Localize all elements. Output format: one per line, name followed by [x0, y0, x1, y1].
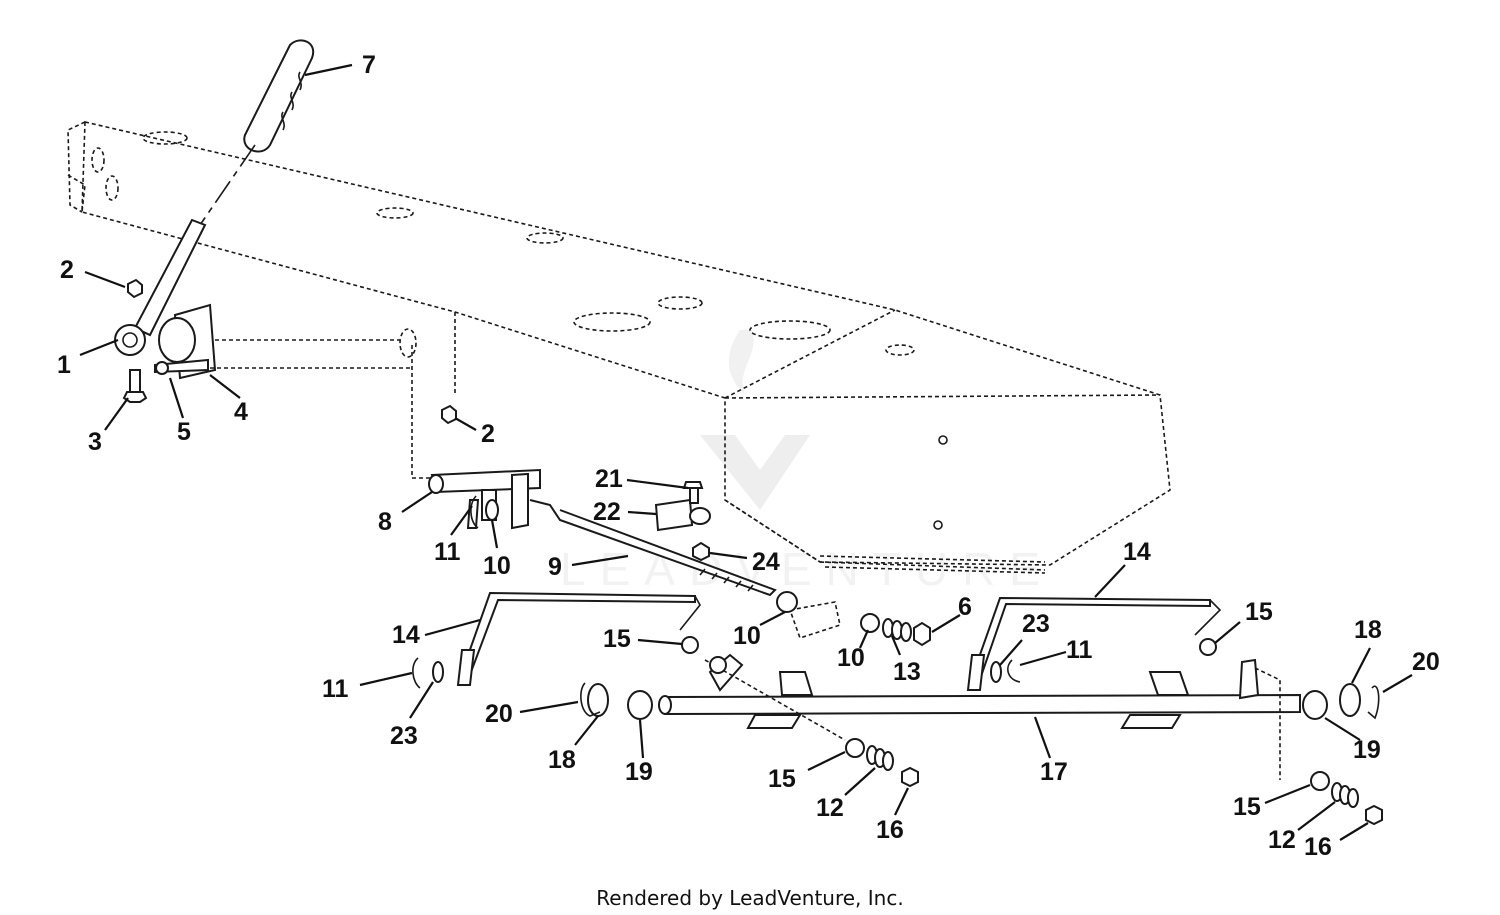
callout-19: 19: [1353, 736, 1381, 764]
switch-screw: [682, 481, 704, 504]
callout-23: 23: [390, 722, 418, 750]
callout-14: 14: [392, 621, 420, 649]
callout-18: 18: [548, 746, 576, 774]
callout-15: 15: [1245, 598, 1273, 626]
callout-16: 16: [1304, 833, 1332, 861]
callout-20: 20: [485, 700, 513, 728]
pivot-bracket: [154, 303, 410, 380]
callout-8: 8: [378, 508, 392, 536]
leader-lines: [79, 63, 1413, 841]
lift-arm-right: [966, 596, 1222, 691]
spring-stack-left: [681, 636, 919, 788]
lift-arm-left: [456, 591, 701, 686]
callout-9: 9: [548, 553, 562, 581]
callout-17: 17: [1040, 758, 1068, 786]
callout-10: 10: [483, 552, 511, 580]
watermark-text: LEADVENTURE: [560, 543, 1054, 595]
cross-shaft: [658, 653, 1301, 780]
callout-10: 10: [837, 644, 865, 672]
lift-shaft: [411, 345, 541, 530]
callout-19: 19: [625, 758, 653, 786]
hex-bolt: [122, 369, 148, 403]
threaded-rod: [529, 499, 777, 597]
callout-15: 15: [603, 625, 631, 653]
callout-23: 23: [1022, 610, 1050, 638]
watermark-logo: LEADVENTURE: [560, 330, 1054, 595]
callout-21: 21: [595, 465, 623, 493]
callout-2: 2: [60, 256, 74, 284]
callout-10: 10: [733, 622, 761, 650]
callout-5: 5: [177, 418, 191, 446]
spring-stack-right: [1199, 638, 1383, 826]
spring-bracket: [776, 591, 931, 647]
callout-15: 15: [768, 765, 796, 793]
bushing: [627, 690, 1328, 720]
callout-4: 4: [234, 398, 248, 426]
callout-13: 13: [893, 658, 921, 686]
callout-3: 3: [88, 428, 102, 456]
callout-11: 11: [322, 675, 349, 703]
callout-24: 24: [752, 548, 780, 576]
callout-15: 15: [1233, 793, 1261, 821]
callout-7: 7: [362, 51, 376, 79]
interlock-switch: [654, 498, 711, 532]
footer-credit: Rendered by LeadVenture, Inc.: [596, 886, 903, 910]
callout-22: 22: [593, 498, 621, 526]
frame-chassis: [67, 121, 1171, 574]
lift-lever: [114, 218, 207, 356]
hairpin-clip: [412, 495, 1380, 720]
callout-6: 6: [958, 593, 972, 621]
callout-18: 18: [1354, 616, 1382, 644]
callout-labels: 1 2 2 3 4 5 6 7 8 9 10 10 10 11 11 11 12…: [57, 51, 1440, 861]
callout-11: 11: [1066, 636, 1093, 664]
callout-2: 2: [481, 420, 495, 448]
callout-20: 20: [1412, 648, 1440, 676]
hex-nut: [692, 541, 710, 562]
callout-14: 14: [1123, 538, 1151, 566]
lift-handle-grip: [199, 39, 315, 226]
callout-12: 12: [1268, 826, 1296, 854]
callout-1: 1: [57, 351, 71, 379]
callout-16: 16: [876, 816, 904, 844]
callout-12: 12: [816, 794, 844, 822]
callout-11: 11: [434, 538, 461, 566]
